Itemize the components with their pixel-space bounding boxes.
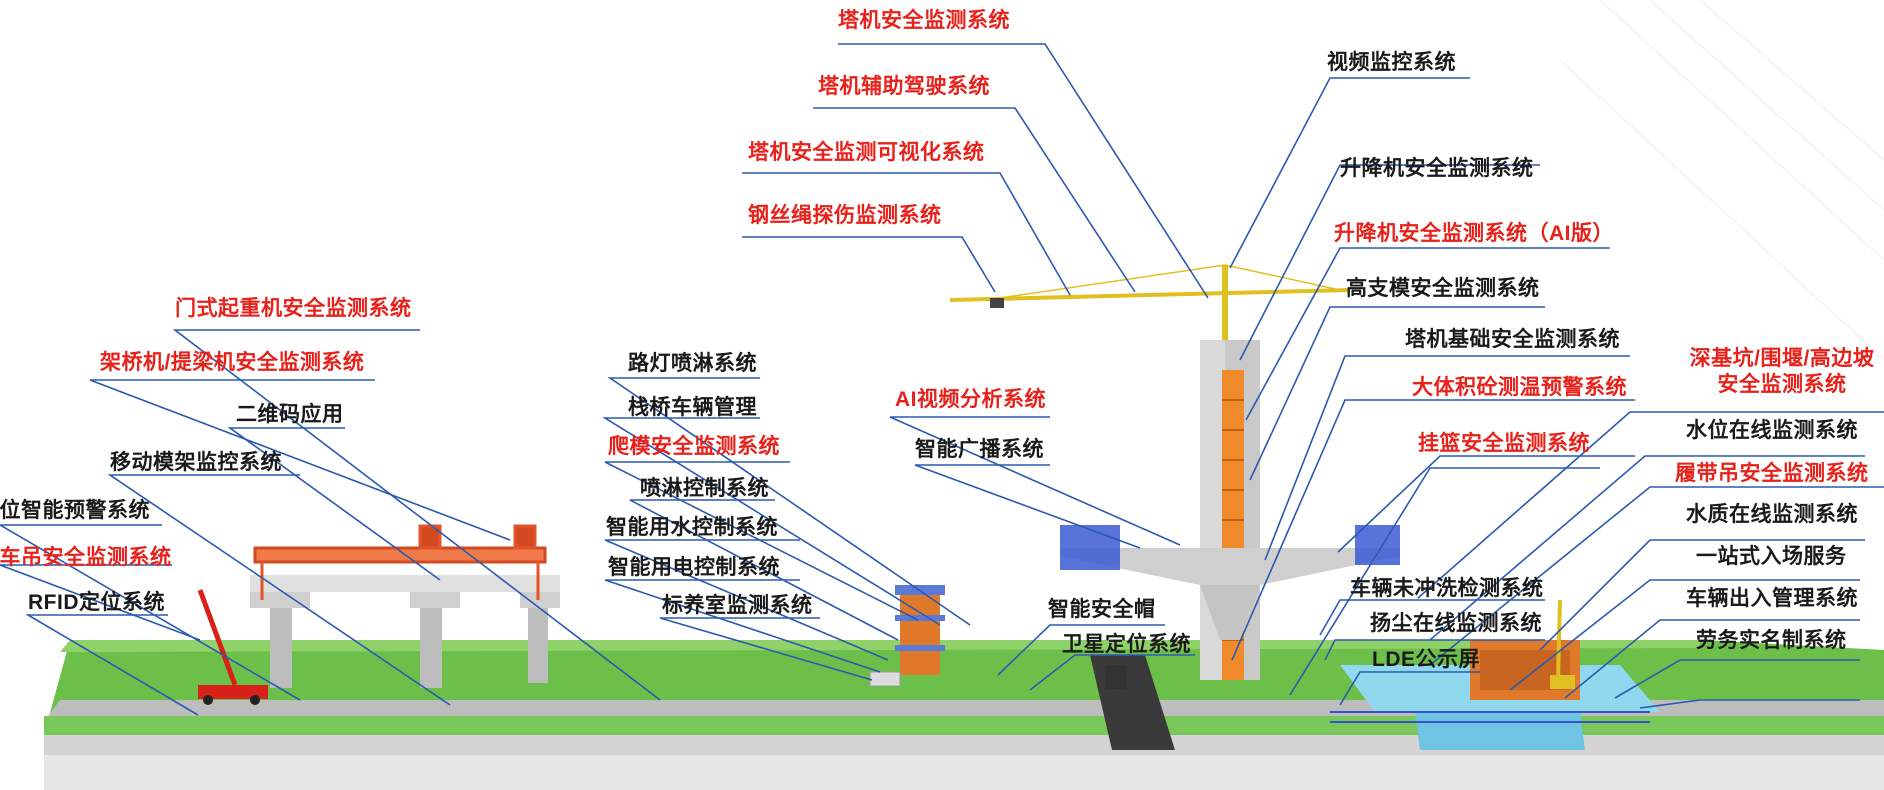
label-water-quality: 水质在线监测系统 xyxy=(1686,503,1858,526)
label-wire-rope: 钢丝绳探伤监测系统 xyxy=(748,204,942,227)
background-lines xyxy=(1559,0,1884,361)
label-tower-crane-safety: 塔机安全监测系统 xyxy=(838,9,1010,32)
label-vehicle-access: 车辆出入管理系统 xyxy=(1686,587,1858,610)
label-ai-video: AI视频分析系统 xyxy=(895,388,1046,411)
tower-crane-graphic xyxy=(949,264,1351,340)
label-position-warning: 吊位智能预警系统 xyxy=(0,499,150,522)
label-smart-power: 智能用电控制系统 xyxy=(608,556,780,579)
label-satellite: 卫星定位系统 xyxy=(1062,633,1191,656)
leader-lines xyxy=(0,43,1884,716)
deep-pit-graphic xyxy=(1470,599,1580,700)
label-labor-realname: 劳务实名制系统 xyxy=(1696,629,1847,652)
label-tower-crane-visual: 塔机安全监测可视化系统 xyxy=(748,141,985,164)
label-dust-monitor: 扬尘在线监测系统 xyxy=(1370,612,1542,635)
label-trestle-vehicle: 栈桥车辆管理 xyxy=(628,396,757,419)
label-movable-scaffold: 移动模架监控系统 xyxy=(110,451,282,474)
label-hoist-safety-ai: 升降机安全监测系统（AI版） xyxy=(1334,222,1614,245)
label-gantry-crane: 门式起重机安全监测系统 xyxy=(175,297,412,320)
label-spray-control: 喷淋控制系统 xyxy=(640,477,769,500)
label-hanging-basket: 挂篮安全监测系统 xyxy=(1418,432,1590,455)
truck-crane-graphic xyxy=(197,589,268,705)
label-tower-foundation: 塔机基础安全监测系统 xyxy=(1405,328,1620,351)
label-hoist-safety: 升降机安全监测系统 xyxy=(1340,157,1534,180)
vehicle-graphic xyxy=(1105,665,1127,689)
label-deep-pit-line1: 深基坑/围堰/高边坡 xyxy=(1689,347,1875,370)
label-tower-crane-assist: 塔机辅助驾驶系统 xyxy=(818,75,990,98)
label-smart-broadcast: 智能广播系统 xyxy=(915,438,1044,461)
gantry-crane-graphic xyxy=(253,524,547,600)
label-mass-concrete: 大体积砼测温预警系统 xyxy=(1412,376,1627,399)
label-deep-pit-line2: 安全监测系统 xyxy=(1717,373,1847,396)
label-one-stop: 一站式入场服务 xyxy=(1696,545,1847,568)
label-crawler-crane: 履带吊安全监测系统 xyxy=(1675,462,1869,485)
label-qr-code: 二维码应用 xyxy=(236,403,344,426)
trestle-bridge-graphic xyxy=(1330,711,1650,723)
label-smart-helmet: 智能安全帽 xyxy=(1048,598,1156,621)
main-tower-graphic xyxy=(1060,340,1400,680)
bridge-piers-left xyxy=(250,575,560,688)
label-smart-water: 智能用水控制系统 xyxy=(606,516,778,539)
label-high-formwork: 高支模安全监测系统 xyxy=(1346,277,1540,300)
label-rfid: RFID定位系统 xyxy=(28,591,165,614)
label-vehicle-wash: 车辆未冲洗检测系统 xyxy=(1350,577,1544,600)
label-truck-crane: 汽车吊安全监测系统 xyxy=(0,546,172,569)
label-deep-pit: 深基坑/围堰/高边坡 安全监测系统 xyxy=(1680,346,1884,398)
label-lde-screen: LDE公示屏 xyxy=(1372,648,1480,671)
label-water-level: 水位在线监测系统 xyxy=(1686,419,1858,442)
label-bridge-erector: 架桥机/提梁机安全监测系统 xyxy=(100,351,365,374)
crane-trolley xyxy=(990,298,1004,308)
label-street-light-spray: 路灯喷淋系统 xyxy=(628,352,757,375)
label-climbing-form: 爬模安全监测系统 xyxy=(608,435,780,458)
label-video-monitor: 视频监控系统 xyxy=(1327,51,1456,74)
label-curing-room: 标养室监测系统 xyxy=(662,594,813,617)
